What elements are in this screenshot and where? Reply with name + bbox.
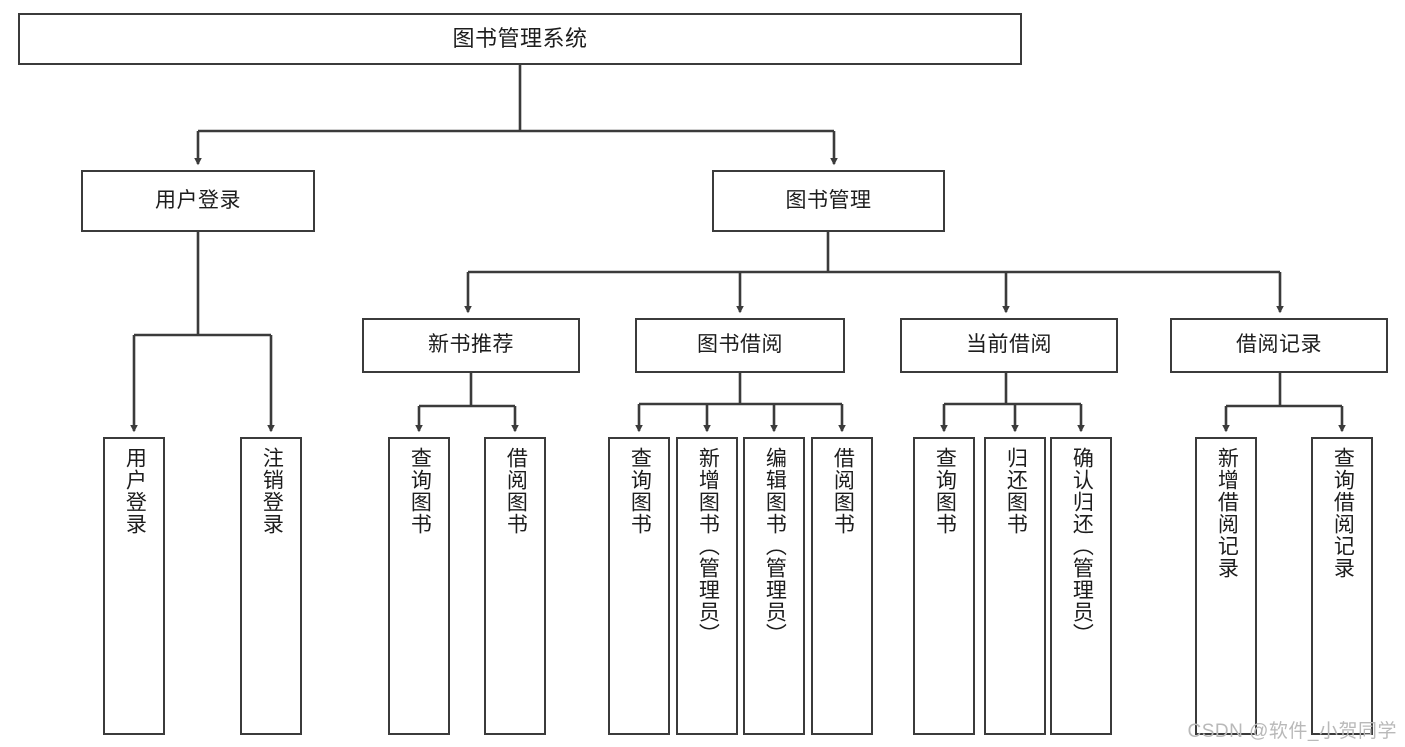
node-leaf-query-book-rec-label: 查询图书	[408, 447, 432, 535]
csdn-watermark: CSDN @软件_小贺同学	[1187, 721, 1397, 742]
node-new-book-recommend-label: 新书推荐	[428, 333, 514, 357]
node-leaf-borrow-book-rec[interactable]: 借阅图书	[484, 437, 546, 735]
node-leaf-query-book-current-label: 查询图书	[933, 447, 957, 535]
node-leaf-query-borrow-record-label: 查询借阅记录	[1331, 447, 1355, 579]
node-leaf-confirm-return-admin[interactable]: 确认归还（管理员）	[1050, 437, 1112, 735]
node-book-manage[interactable]: 图书管理	[712, 170, 945, 232]
node-leaf-add-borrow-record-label: 新增借阅记录	[1215, 447, 1239, 579]
node-root-label: 图书管理系统	[452, 26, 588, 52]
node-current-borrow-label: 当前借阅	[966, 333, 1052, 357]
node-leaf-confirm-return-admin-label: 确认归还（管理员）	[1070, 447, 1094, 645]
node-leaf-add-book-admin[interactable]: 新增图书（管理员）	[676, 437, 738, 735]
node-leaf-user-logout[interactable]: 注销登录	[240, 437, 302, 735]
node-leaf-edit-book-admin-label: 编辑图书（管理员）	[763, 447, 787, 645]
node-leaf-query-book-borrow-label: 查询图书	[628, 447, 652, 535]
node-user-login-label: 用户登录	[155, 188, 241, 212]
node-leaf-query-book-current[interactable]: 查询图书	[913, 437, 975, 735]
node-leaf-add-borrow-record[interactable]: 新增借阅记录	[1195, 437, 1257, 735]
node-leaf-edit-book-admin[interactable]: 编辑图书（管理员）	[743, 437, 805, 735]
node-borrow-record-label: 借阅记录	[1236, 333, 1322, 357]
node-leaf-query-borrow-record[interactable]: 查询借阅记录	[1311, 437, 1373, 735]
node-user-login[interactable]: 用户登录	[81, 170, 315, 232]
node-leaf-add-book-admin-label: 新增图书（管理员）	[696, 447, 720, 645]
node-leaf-query-book-rec[interactable]: 查询图书	[388, 437, 450, 735]
node-leaf-borrow-book[interactable]: 借阅图书	[811, 437, 873, 735]
node-leaf-user-login[interactable]: 用户登录	[103, 437, 165, 735]
node-borrow-record[interactable]: 借阅记录	[1170, 318, 1388, 373]
node-new-book-recommend[interactable]: 新书推荐	[362, 318, 580, 373]
node-leaf-return-book-label: 归还图书	[1004, 447, 1028, 535]
node-current-borrow[interactable]: 当前借阅	[900, 318, 1118, 373]
node-leaf-return-book[interactable]: 归还图书	[984, 437, 1046, 735]
node-leaf-user-login-label: 用户登录	[123, 447, 147, 535]
node-leaf-query-book-borrow[interactable]: 查询图书	[608, 437, 670, 735]
node-leaf-borrow-book-rec-label: 借阅图书	[504, 447, 528, 535]
node-book-borrow[interactable]: 图书借阅	[635, 318, 845, 373]
node-root[interactable]: 图书管理系统	[18, 13, 1022, 65]
node-leaf-borrow-book-label: 借阅图书	[831, 447, 855, 535]
node-book-manage-label: 图书管理	[785, 188, 872, 212]
node-leaf-user-logout-label: 注销登录	[260, 447, 284, 535]
node-book-borrow-label: 图书借阅	[697, 333, 783, 357]
